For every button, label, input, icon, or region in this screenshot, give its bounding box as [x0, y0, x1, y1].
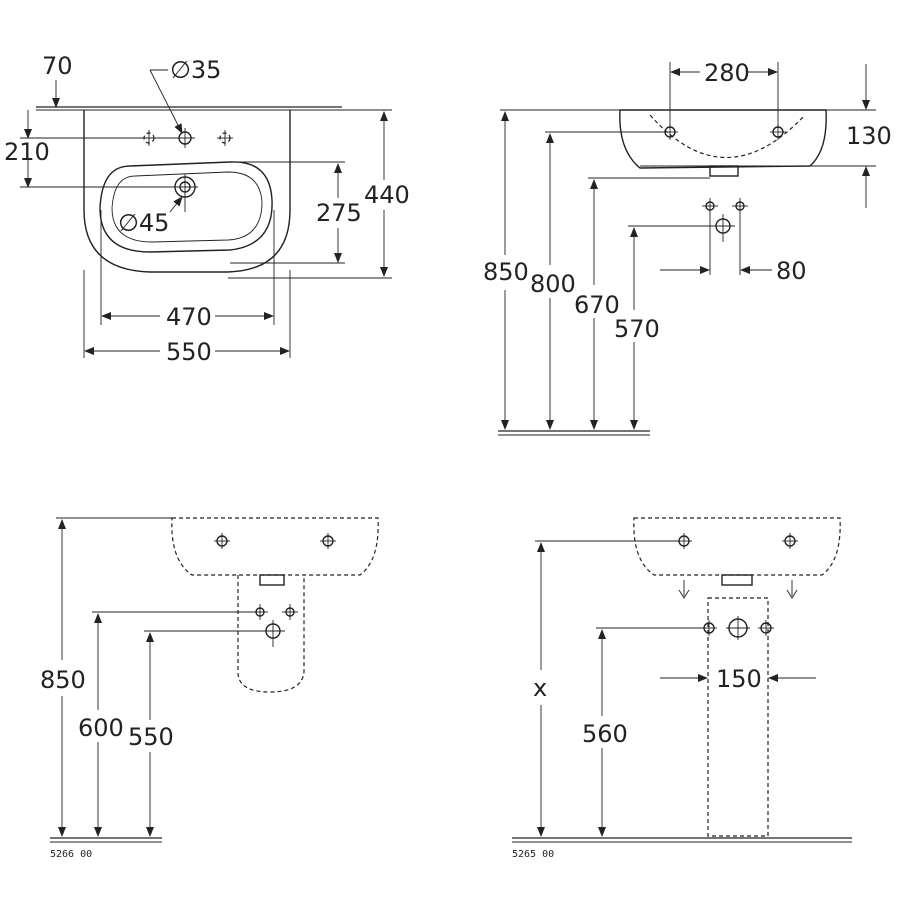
supply-hole-left [702, 198, 718, 214]
dim-670-label: 670 [574, 291, 620, 319]
drop-arrow-right [786, 580, 798, 599]
dim-150-label: 150 [716, 665, 762, 693]
trap-outlet [709, 165, 739, 177]
full-pedestal-view: 150 x 560 5265 00 [512, 517, 852, 860]
basin-outline [83, 110, 291, 273]
product-code-right: 5265 00 [512, 849, 554, 860]
fixing-hole-right [770, 124, 786, 140]
dim-440-label: 440 [364, 181, 410, 209]
semi-pedestal-outline [237, 575, 305, 693]
dim-70-label: 70 [42, 52, 73, 80]
basin-dashed-outline-br [633, 517, 841, 576]
dim-x-label: x [533, 674, 547, 702]
basin-front-outline [619, 109, 827, 169]
fixing-hole-bl-left [214, 533, 230, 549]
supply-hole-br-right [758, 620, 774, 636]
drain-hole [172, 174, 198, 212]
fixing-hole-br-right [782, 533, 798, 549]
dim-600-label: 600 [78, 714, 124, 742]
pedestal-outline [707, 597, 769, 837]
fixing-hole-left [662, 124, 678, 140]
dim-550-bl-label: 550 [128, 723, 174, 751]
waste-hole-bl [261, 620, 285, 647]
dim-550-label: 550 [166, 338, 212, 366]
dim-470-label: 470 [166, 303, 212, 331]
waste-hole-br [726, 616, 750, 640]
bowl-inner [111, 171, 263, 243]
dim-45-leader [169, 196, 183, 213]
basin-dashed-outline [171, 517, 379, 576]
dim-800-label: 800 [530, 270, 576, 298]
product-code-left: 5266 00 [50, 849, 92, 860]
fixing-hole-bl-right [320, 533, 336, 549]
trap-outlet-br [721, 574, 753, 586]
dim-560-label: 560 [582, 720, 628, 748]
tap-hole-center [175, 128, 195, 148]
dim-210-label: 210 [4, 138, 50, 166]
dim-850-bl-label: 850 [40, 666, 86, 694]
bowl-outline [99, 161, 273, 253]
tap-hole-right [217, 130, 233, 146]
dim-850-label: 850 [483, 258, 529, 286]
bowl-hidden-line [649, 114, 806, 158]
supply-hole-bl-right [282, 604, 298, 620]
semi-pedestal-view: 850 600 550 5266 00 [40, 517, 379, 860]
dim-35-label: ∅35 [170, 56, 221, 84]
dim-280-label: 280 [704, 59, 750, 87]
dim-80-label: 80 [776, 257, 807, 285]
trap-outlet-left [259, 574, 285, 586]
supply-hole-br-left [701, 620, 717, 636]
supply-hole-right [732, 198, 748, 214]
waste-hole [711, 214, 735, 242]
fixing-hole-br-left [676, 533, 692, 549]
dim-130-label: 130 [846, 122, 892, 150]
dim-45-label: ∅45 [118, 209, 169, 237]
dim-570-label: 570 [614, 315, 660, 343]
dim-35-leader [149, 69, 183, 134]
front-elevation-view: 280 130 80 850 [483, 59, 892, 436]
drop-arrow-left [678, 580, 690, 599]
top-plan-view: 70 ∅35 210 ∅45 275 440 470 [4, 52, 410, 366]
dim-275-label: 275 [316, 199, 362, 227]
